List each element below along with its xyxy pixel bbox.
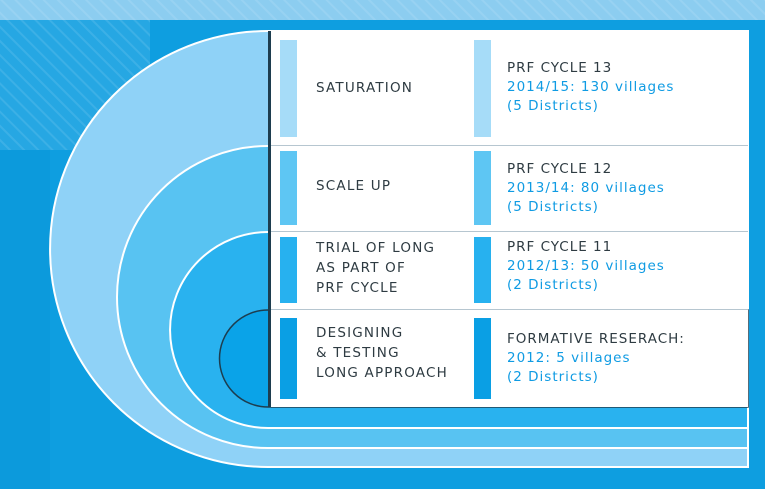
stage-label: SATURATION (316, 80, 414, 96)
cycle-period: 2012/13: 50 villages (507, 258, 665, 274)
table-row-saturation: SATURATION PRF CYCLE 13 2014/15: 130 vil… (271, 31, 748, 146)
cycle-districts: (2 Districts) (507, 369, 599, 385)
cycle-info: PRF CYCLE 11 2012/13: 50 villages (2 Dis… (507, 238, 747, 295)
cycle-title: PRF CYCLE 13 (507, 60, 613, 76)
cycle-color-bar (474, 40, 491, 137)
stages-table: SATURATION PRF CYCLE 13 2014/15: 130 vil… (268, 31, 748, 407)
stage-color-bar (280, 40, 297, 137)
cycle-title: PRF CYCLE 11 (507, 239, 613, 255)
table-row-trial: TRIAL OF LONG AS PART OF PRF CYCLE PRF C… (271, 232, 748, 310)
cycle-title: FORMATIVE RESERACH: (507, 331, 685, 347)
cycle-period: 2014/15: 130 villages (507, 79, 675, 95)
cycle-info: PRF CYCLE 12 2013/14: 80 villages (5 Dis… (507, 160, 747, 217)
stage-color-bar (280, 318, 297, 399)
stage-label: SCALE UP (316, 178, 392, 194)
stage-label: TRIAL OF LONG AS PART OF PRF CYCLE (316, 240, 436, 296)
cycle-period: 2012: 5 villages (507, 350, 631, 366)
top-band-hatch (0, 0, 765, 20)
left-shadow-strip (0, 150, 50, 489)
cycle-color-bar (474, 318, 491, 399)
cycle-districts: (5 Districts) (507, 98, 599, 114)
cycle-districts: (2 Districts) (507, 277, 599, 293)
stage-color-bar (280, 151, 297, 225)
cycle-info: FORMATIVE RESERACH: 2012: 5 villages (2 … (507, 330, 747, 387)
table-row-scale-up: SCALE UP PRF CYCLE 12 2013/14: 80 villag… (271, 146, 748, 232)
cycle-period: 2013/14: 80 villages (507, 180, 665, 196)
cycle-districts: (5 Districts) (507, 199, 599, 215)
cycle-color-bar (474, 151, 491, 225)
cycle-title: PRF CYCLE 12 (507, 161, 613, 177)
cycle-color-bar (474, 237, 491, 303)
cycle-info: PRF CYCLE 13 2014/15: 130 villages (5 Di… (507, 59, 747, 116)
table-row-designing: DESIGNING & TESTING LONG APPROACH FORMAT… (271, 310, 748, 407)
stage-color-bar (280, 237, 297, 303)
stage-label: DESIGNING & TESTING LONG APPROACH (316, 325, 448, 381)
